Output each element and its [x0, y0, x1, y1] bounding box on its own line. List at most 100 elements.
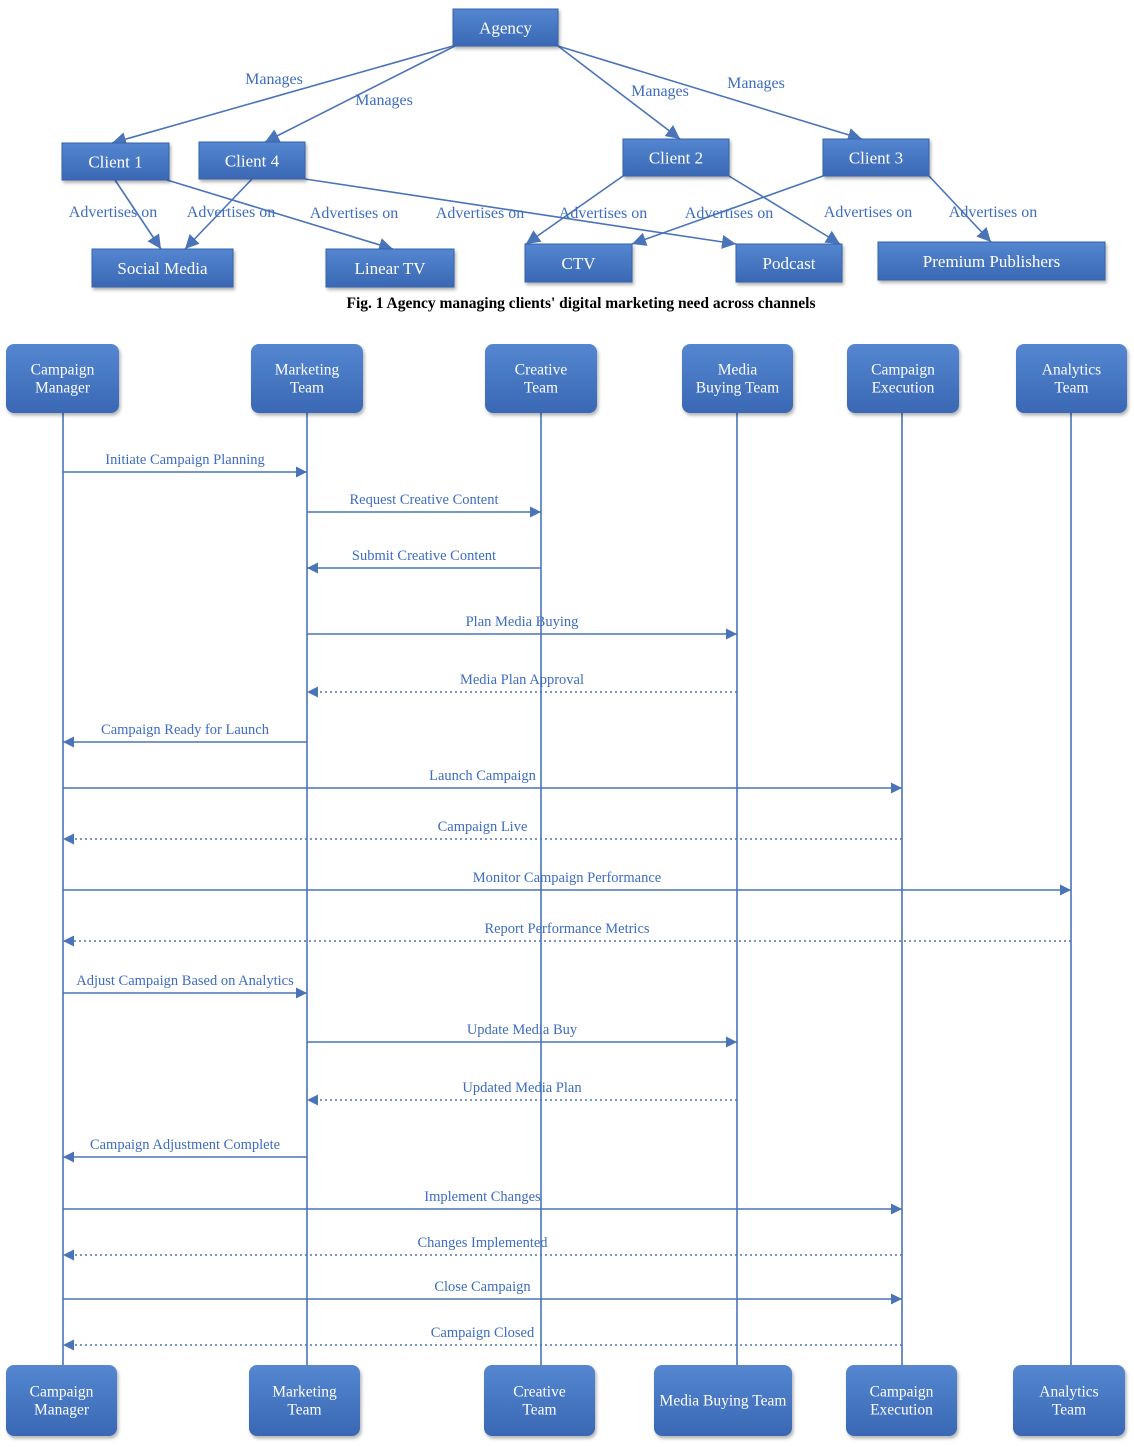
message-label: Campaign Ready for Launch [101, 722, 270, 738]
message-11: Adjust Campaign Based on Analytics [63, 973, 307, 999]
edge-label-client3-to-ctv: Advertises on [685, 205, 773, 222]
node-label-podcast: Podcast [763, 254, 816, 273]
edge-label-client2-to-podcast: Advertises on [824, 204, 912, 221]
participant-top-cm-box [6, 344, 119, 413]
message-label: Implement Changes [424, 1189, 541, 1205]
edge-label-agency-to-client1: Manages [245, 71, 303, 88]
edge-client3-to-ctv [631, 175, 824, 246]
edge-agency-to-client4 [264, 45, 456, 143]
edge-label-client1-to-lineartv: Advertises on [310, 205, 398, 222]
message-label: Media Plan Approval [460, 672, 584, 688]
message-4: Plan Media Buying [307, 614, 737, 640]
node-agency: Agency [452, 8, 559, 47]
message-18: Campaign Closed [63, 1325, 902, 1351]
message-label: Campaign Closed [431, 1325, 535, 1341]
message-label: Initiate Campaign Planning [105, 452, 264, 468]
message-2: Request Creative Content [307, 492, 541, 518]
message-8: Campaign Live [63, 819, 902, 845]
participant-top-at-box [1016, 344, 1127, 413]
node-label-social: Social Media [117, 259, 208, 278]
node-client3: Client 3 [822, 138, 930, 177]
message-9: Monitor Campaign Performance [63, 870, 1071, 896]
message-14: Campaign Adjustment Complete [63, 1137, 307, 1163]
message-label: Adjust Campaign Based on Analytics [76, 973, 294, 989]
message-7: Launch Campaign [63, 768, 902, 794]
participant-top-mt-box [251, 344, 363, 413]
edge-label-client1-to-social: Advertises on [69, 204, 157, 221]
message-10: Report Performance Metrics [63, 921, 1071, 947]
node-box-podcast [735, 243, 843, 283]
message-5: Media Plan Approval [307, 672, 737, 698]
message-17: Close Campaign [63, 1279, 902, 1305]
edge-client2-to-podcast [728, 175, 841, 245]
message-label: Update Media Buy [467, 1022, 578, 1038]
edge-client4-to-social [184, 178, 253, 250]
node-box-client3 [822, 138, 930, 177]
message-label: Changes Implemented [417, 1235, 548, 1251]
node-client4: Client 4 [198, 141, 306, 180]
participant-top-ce-box [847, 344, 959, 413]
message-label: Updated Media Plan [462, 1080, 582, 1096]
node-client1: Client 1 [61, 142, 170, 181]
node-social: Social Media [91, 248, 234, 288]
node-label-premium: Premium Publishers [923, 252, 1060, 271]
message-label: Plan Media Buying [466, 614, 579, 630]
participant-bottom-mb-label: Media Buying Team [660, 1393, 787, 1410]
node-box-ctv [524, 243, 633, 283]
node-label-client2: Client 2 [649, 149, 703, 168]
message-label: Campaign Adjustment Complete [90, 1137, 280, 1153]
participant-bottom-mb: Media Buying Team [654, 1365, 792, 1436]
participant-bottom-cm-box [6, 1365, 117, 1436]
edge-client3-to-premium [928, 175, 992, 243]
node-label-agency: Agency [479, 19, 532, 38]
edge-label-client4-to-social: Advertises on [187, 204, 275, 221]
edge-agency-to-client1 [111, 45, 454, 146]
edge-label-agency-to-client4: Manages [355, 92, 413, 109]
node-podcast: Podcast [735, 243, 843, 283]
node-label-ctv: CTV [562, 254, 597, 273]
edge-label-client2-to-ctv: Advertises on [559, 205, 647, 222]
node-label-client4: Client 4 [225, 152, 280, 171]
message-label: Report Performance Metrics [484, 921, 649, 937]
node-box-premium [877, 241, 1106, 281]
participant-bottom-ct-box [484, 1365, 595, 1436]
node-box-agency [452, 8, 559, 47]
edge-client2-to-ctv [525, 175, 624, 245]
message-1: Initiate Campaign Planning [63, 452, 307, 478]
participant-top-mb-box [682, 344, 793, 413]
node-ctv: CTV [524, 243, 633, 283]
node-premium: Premium Publishers [877, 241, 1106, 281]
participant-bottom-at-box [1013, 1365, 1125, 1436]
message-3: Submit Creative Content [307, 548, 541, 574]
message-15: Implement Changes [63, 1189, 902, 1215]
message-13: Updated Media Plan [307, 1080, 737, 1106]
edge-label-client3-to-premium: Advertises on [949, 204, 1037, 221]
node-box-lineartv [325, 248, 455, 288]
node-box-client2 [622, 138, 730, 177]
participant-bottom-ce-box [846, 1365, 957, 1436]
node-lineartv: Linear TV [325, 248, 455, 288]
participant-bottom-mt-box [249, 1365, 360, 1436]
message-label: Launch Campaign [429, 768, 536, 784]
node-label-client3: Client 3 [849, 149, 903, 168]
